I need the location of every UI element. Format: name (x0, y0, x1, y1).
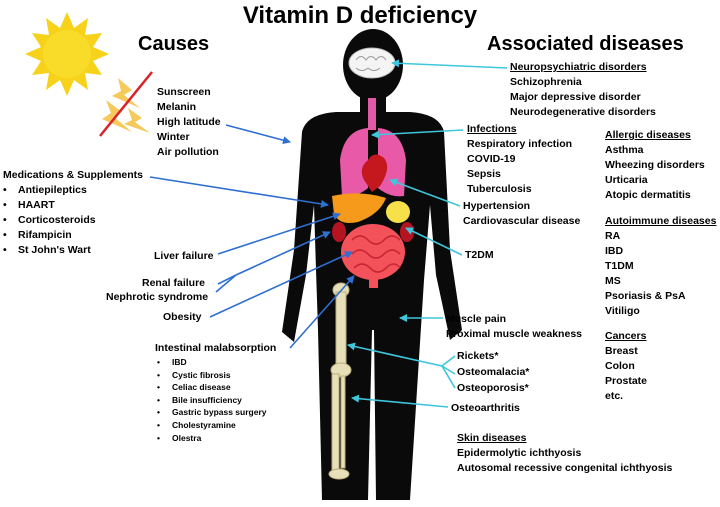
stomach-icon (386, 201, 410, 223)
list-item: Schizophrenia (510, 76, 582, 88)
osteoporosis-label: Osteoporosis* (457, 382, 529, 394)
cardiovascular-label: Cardiovascular disease (463, 215, 581, 227)
list-item: Breast (605, 345, 638, 357)
causes-heading: Causes (138, 33, 210, 55)
environmental-causes-list: Sunscreen Melanin High latitude Winter A… (157, 85, 221, 160)
infections-section: Infections Respiratory infection COVID-1… (467, 122, 572, 197)
list-item: Cystic fibrosis (157, 369, 276, 382)
osteoarthritis-label: Osteoarthritis (451, 402, 520, 414)
obesity-label: Obesity (163, 311, 202, 323)
liver-icon (332, 193, 386, 223)
infections-heading: Infections (467, 123, 517, 135)
list-item: HAART (3, 198, 143, 213)
brain-icon (348, 47, 396, 79)
list-item: Air pollution (157, 146, 219, 158)
list-item: Celiac disease (157, 381, 276, 394)
crossed-sun-rays-icon (99, 71, 153, 137)
list-item: Melanin (157, 101, 197, 113)
leg-bone-icon (328, 282, 352, 480)
medications-section: Medications & Supplements Antiepileptics… (3, 168, 143, 258)
list-item: Rifampicin (3, 228, 143, 243)
nephrotic-syndrome-label: Nephrotic syndrome (106, 291, 209, 303)
medications-heading: Medications & Supplements (3, 169, 144, 181)
list-item: COVID-19 (467, 153, 516, 165)
list-item: St John's Wart (3, 243, 143, 258)
skin-section: Skin diseases Epidermolytic ichthyosis A… (457, 431, 672, 476)
allergic-heading: Allergic diseases (605, 129, 691, 141)
renal-failure-label: Renal failure (142, 277, 206, 289)
neuropsychiatric-heading: Neuropsychiatric disorders (510, 61, 647, 73)
lungs-icon (340, 128, 406, 197)
list-item: Tuberculosis (467, 183, 532, 195)
list-item: Gastric bypass surgery (157, 406, 276, 419)
list-item: MS (605, 275, 621, 287)
osteomalacia-label: Osteomalacia* (457, 366, 530, 378)
list-item: Atopic dermatitis (605, 189, 691, 201)
autoimmune-section: Autoimmune diseases RA IBD T1DM MS Psori… (605, 214, 716, 319)
allergic-section: Allergic diseases Asthma Wheezing disord… (605, 128, 705, 203)
list-item: Sepsis (467, 168, 501, 180)
muscle-pain-label: Muscle pain (446, 313, 507, 325)
diseases-heading: Associated diseases (487, 33, 684, 55)
autoimmune-heading: Autoimmune diseases (605, 215, 717, 227)
list-item: Prostate (605, 375, 648, 387)
list-item: High latitude (157, 116, 221, 128)
proximal-muscle-label: Proximal muscle weakness (446, 328, 582, 340)
list-item: Corticosteroids (3, 213, 143, 228)
list-item: Vitiligo (605, 305, 640, 317)
list-item: Antiepileptics (3, 183, 143, 198)
cancers-section: Cancers Breast Colon Prostate etc. (605, 329, 647, 404)
list-item: T1DM (605, 260, 634, 272)
list-item: Colon (605, 360, 635, 372)
malabsorption-section: Intestinal malabsorption IBD Cystic fibr… (155, 341, 276, 444)
list-item: IBD (157, 356, 276, 369)
list-item: Cholestyramine (157, 419, 276, 432)
list-item: Winter (157, 131, 190, 143)
list-item: Epidermolytic ichthyosis (457, 447, 582, 459)
list-item: RA (605, 230, 621, 242)
cancers-heading: Cancers (605, 330, 647, 342)
list-item: Neurodegenerative disorders (510, 106, 656, 118)
skin-heading: Skin diseases (457, 432, 527, 444)
list-item: etc. (605, 390, 624, 402)
t2dm-label: T2DM (465, 249, 494, 261)
list-item: Major depressive disorder (510, 91, 641, 103)
list-item: Psoriasis & PsA (605, 290, 686, 302)
list-item: Sunscreen (157, 86, 211, 98)
list-item: Wheezing disorders (605, 159, 705, 171)
neuropsychiatric-section: Neuropsychiatric disorders Schizophrenia… (510, 60, 656, 120)
liver-failure-label: Liver failure (154, 250, 214, 262)
rickets-label: Rickets* (457, 350, 499, 362)
intestines-icon (341, 224, 405, 288)
sun-icon (25, 12, 109, 96)
hypertension-label: Hypertension (463, 200, 531, 212)
list-item: Olestra (157, 432, 276, 445)
heart-icon (361, 154, 388, 192)
list-item: Asthma (605, 144, 644, 156)
list-item: Autosomal recessive congenital ichthyosi… (457, 462, 673, 474)
page-title: Vitamin D deficiency (242, 2, 478, 29)
list-item: Bile insufficiency (157, 394, 276, 407)
list-item: Respiratory infection (467, 138, 573, 150)
list-item: IBD (605, 245, 624, 257)
malabsorption-heading: Intestinal malabsorption (155, 342, 277, 354)
list-item: Urticaria (605, 174, 648, 186)
